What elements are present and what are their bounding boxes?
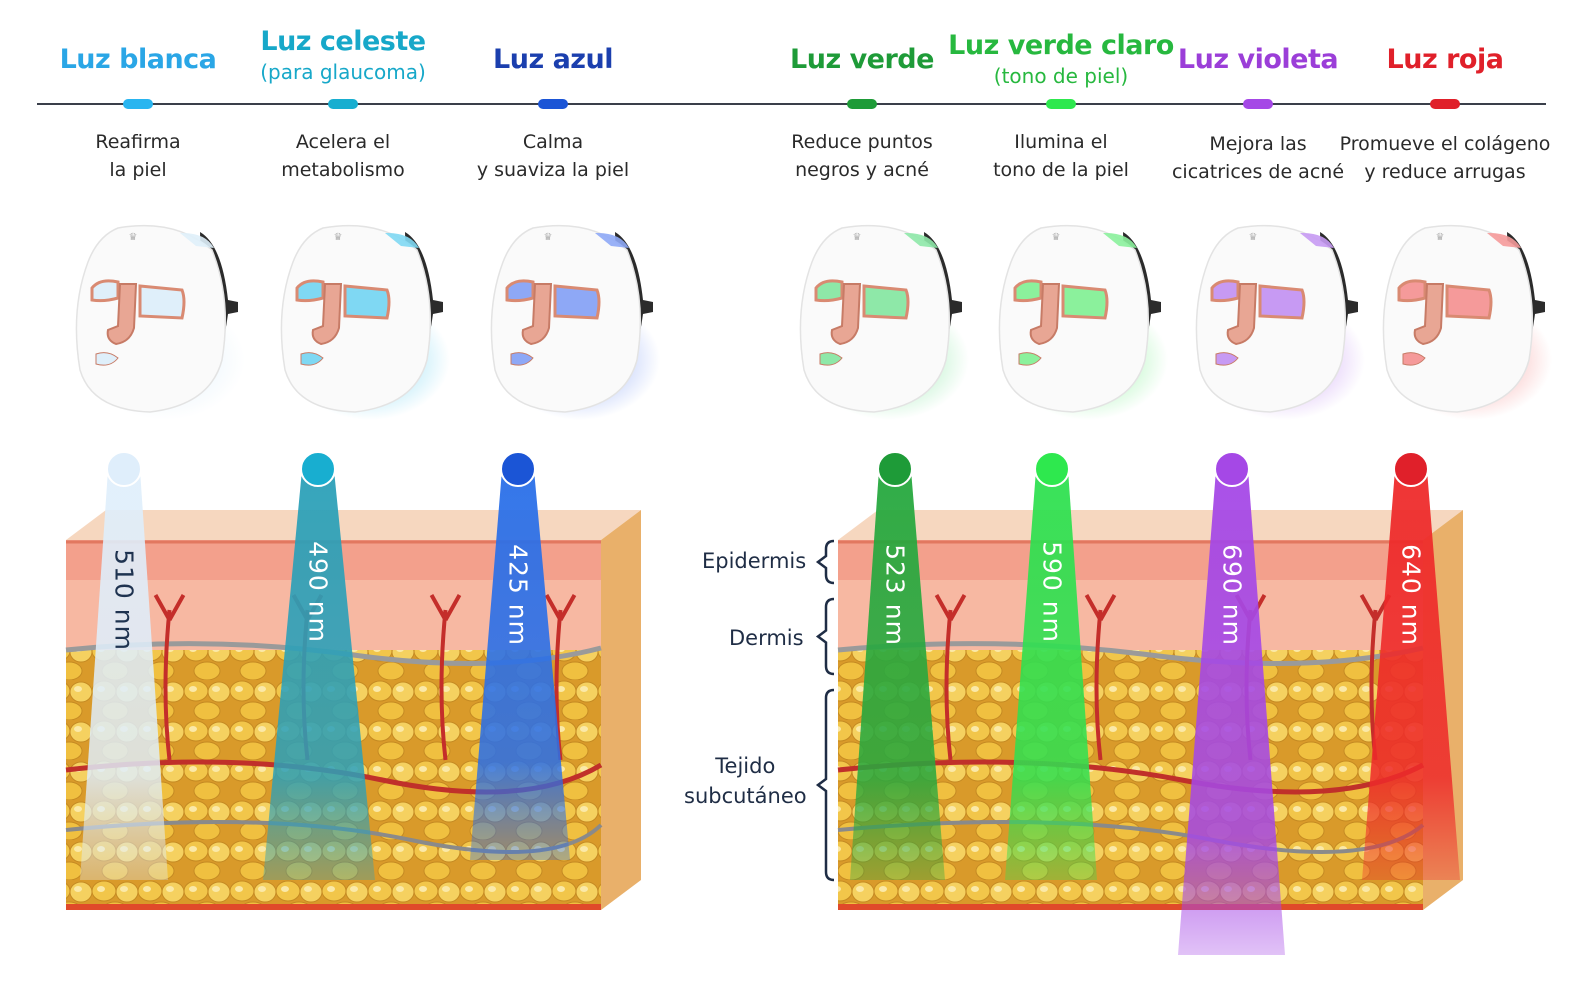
svg-text:♛: ♛: [129, 232, 138, 243]
light-source-dot: [877, 451, 913, 487]
light-source-dot: [300, 451, 336, 487]
layer-bracket: [815, 688, 835, 882]
layer-label-dermis: Dermis: [729, 626, 804, 650]
svg-text:♛: ♛: [334, 232, 343, 243]
wavelength-label-white: 510 nm: [109, 549, 139, 651]
svg-text:♛: ♛: [853, 232, 862, 243]
light-beam: [470, 470, 570, 860]
light-title-violet: Luz violeta: [1177, 44, 1339, 75]
light-beam: [1362, 470, 1460, 880]
light-title-red: Luz roja: [1386, 44, 1504, 75]
led-mask-icon: ♛: [490, 224, 660, 420]
timeline-marker: [1430, 99, 1460, 109]
led-mask-icon: ♛: [1195, 224, 1365, 420]
timeline-marker: [1243, 99, 1273, 109]
led-mask-icon: ♛: [799, 224, 969, 420]
light-source-dot: [106, 451, 142, 487]
wavelength-label-red: 640 nm: [1396, 544, 1426, 646]
led-mask-icon: ♛: [1382, 224, 1552, 420]
svg-text:♛: ♛: [1052, 232, 1061, 243]
timeline-marker: [123, 99, 153, 109]
svg-text:♛: ♛: [1249, 232, 1258, 243]
light-title-celeste: Luz celeste(para glaucoma): [260, 26, 426, 85]
led-mask-icon: ♛: [998, 224, 1168, 420]
light-source-dot: [1393, 451, 1429, 487]
light-beam: [850, 470, 945, 880]
layer-bracket: [815, 539, 835, 585]
light-source-dot: [1034, 451, 1070, 487]
timeline-marker: [1046, 99, 1076, 109]
light-beam: [80, 470, 168, 880]
led-mask-icon: ♛: [75, 224, 245, 420]
timeline-marker: [538, 99, 568, 109]
wavelength-label-green: 523 nm: [880, 544, 910, 646]
layer-label-epidermis: Epidermis: [702, 549, 807, 573]
light-title-green: Luz verde: [790, 44, 934, 75]
wavelength-label-celeste: 490 nm: [303, 541, 333, 643]
light-title-light-green: Luz verde claro(tono de piel): [948, 30, 1174, 89]
light-beam: [263, 470, 375, 880]
light-source-dot: [500, 451, 536, 487]
timeline-marker: [328, 99, 358, 109]
light-title-white: Luz blanca: [59, 44, 217, 75]
light-beam: [1178, 470, 1285, 955]
led-mask-icon: ♛: [280, 224, 450, 420]
wavelength-label-violet: 690 nm: [1217, 544, 1247, 646]
light-source-dot: [1214, 451, 1250, 487]
timeline-marker: [847, 99, 877, 109]
layer-bracket: [815, 597, 835, 676]
svg-text:♛: ♛: [1436, 232, 1445, 243]
wavelength-label-light-green: 590 nm: [1037, 541, 1067, 643]
svg-text:♛: ♛: [544, 232, 553, 243]
wavelength-label-blue: 425 nm: [503, 544, 533, 646]
light-title-blue: Luz azul: [493, 44, 613, 75]
light-beam: [1005, 470, 1097, 880]
